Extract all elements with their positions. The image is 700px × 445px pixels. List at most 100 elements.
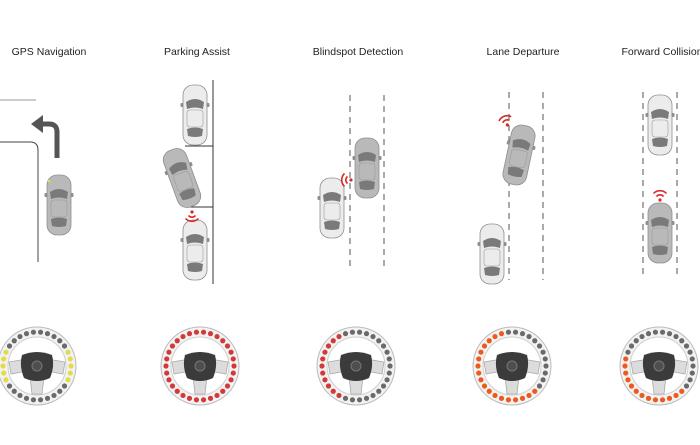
- wheel-emblem: [194, 360, 206, 372]
- led-dot: [166, 349, 172, 355]
- led-dot: [57, 388, 63, 394]
- led-dot: [214, 392, 220, 399]
- led-dot: [169, 343, 176, 349]
- led-dot: [486, 338, 492, 344]
- scene-lane: [477, 92, 544, 285]
- led-dot: [230, 356, 236, 362]
- panel-title-blindspot: Blindspot Detection: [313, 46, 404, 58]
- led-dot: [200, 397, 207, 403]
- led-dot: [186, 395, 193, 401]
- led-dot: [228, 349, 234, 355]
- steering-wheel-icon: [160, 326, 240, 406]
- led-dot: [652, 329, 659, 335]
- led-dot: [230, 370, 236, 376]
- led-dot: [543, 363, 549, 369]
- led-dot: [61, 383, 68, 389]
- led-dot: [478, 377, 484, 383]
- led-dot: [532, 388, 538, 394]
- led-dot: [542, 356, 548, 362]
- led-dot: [536, 383, 543, 389]
- led-dot: [207, 331, 214, 337]
- turn-arrow-icon: [42, 121, 60, 158]
- car-ghost-icon: [180, 84, 210, 146]
- led-dot: [486, 388, 492, 394]
- led-dot: [387, 363, 393, 369]
- led-dot: [498, 331, 505, 337]
- led-dot: [625, 377, 631, 383]
- led-dot: [376, 388, 382, 394]
- led-dot: [542, 370, 548, 376]
- led-dot: [505, 397, 512, 403]
- led-dot: [231, 363, 237, 369]
- led-dot: [37, 397, 44, 403]
- led-dot: [476, 356, 482, 362]
- scene-blindspot: [317, 95, 385, 270]
- steering-wheel-icon: [316, 326, 396, 406]
- led-dot: [68, 363, 74, 369]
- led-dot: [652, 397, 659, 403]
- led-dot: [679, 388, 685, 394]
- led-dot: [325, 383, 332, 389]
- led-dot: [193, 329, 200, 335]
- led-dot: [370, 392, 376, 399]
- led-dot: [380, 343, 387, 349]
- led-dot: [67, 370, 73, 376]
- scene-forward: [642, 92, 678, 278]
- led-dot: [623, 356, 629, 362]
- led-dot: [224, 383, 231, 389]
- led-dot: [628, 383, 635, 389]
- led-dot: [622, 363, 628, 369]
- led-dot: [17, 333, 23, 340]
- led-dot: [679, 338, 685, 344]
- car-icon: [157, 144, 207, 212]
- led-dot: [376, 338, 382, 344]
- car-icon: [498, 122, 540, 188]
- led-dot: [683, 383, 690, 389]
- led-dot: [356, 329, 363, 335]
- wheel-emblem: [653, 360, 665, 372]
- indicator-light-icon: [47, 179, 51, 183]
- led-dot: [370, 333, 376, 340]
- led-dot: [633, 338, 639, 344]
- led-dot: [659, 329, 666, 335]
- led-dot: [174, 388, 180, 394]
- led-dot: [526, 333, 532, 340]
- led-dot: [11, 338, 17, 344]
- led-dot: [342, 395, 349, 401]
- car-icon: [44, 174, 74, 236]
- led-dot: [322, 377, 328, 383]
- sensor-signal-icon: [652, 189, 668, 203]
- steering-wheel-icon: [0, 326, 77, 406]
- car-ghost-icon: [180, 219, 210, 281]
- led-dot: [319, 363, 325, 369]
- led-dot: [320, 356, 326, 362]
- led-dot: [65, 377, 71, 383]
- led-dot: [180, 333, 186, 340]
- led-dot: [330, 338, 336, 344]
- led-dot: [57, 338, 63, 344]
- led-dot: [505, 329, 512, 335]
- led-dot: [164, 356, 170, 362]
- led-dot: [336, 392, 342, 399]
- panel-title-parking: Parking Assist: [164, 46, 230, 58]
- led-dot: [174, 338, 180, 344]
- led-dot: [673, 333, 679, 340]
- led-dot: [330, 388, 336, 394]
- led-dot: [689, 370, 695, 376]
- wheel-emblem: [31, 360, 43, 372]
- led-dot: [228, 377, 234, 383]
- led-dot: [526, 392, 532, 399]
- led-dot: [342, 331, 349, 337]
- led-dot: [30, 397, 37, 403]
- led-dot: [492, 333, 498, 340]
- led-dot: [61, 343, 68, 349]
- led-dot: [0, 363, 6, 369]
- led-dot: [659, 397, 666, 403]
- led-dot: [666, 395, 673, 401]
- led-dot: [384, 349, 390, 355]
- led-dot: [476, 370, 482, 376]
- wheel-emblem: [506, 360, 518, 372]
- panel-title-gps: GPS Navigation: [12, 46, 87, 58]
- led-dot: [164, 370, 170, 376]
